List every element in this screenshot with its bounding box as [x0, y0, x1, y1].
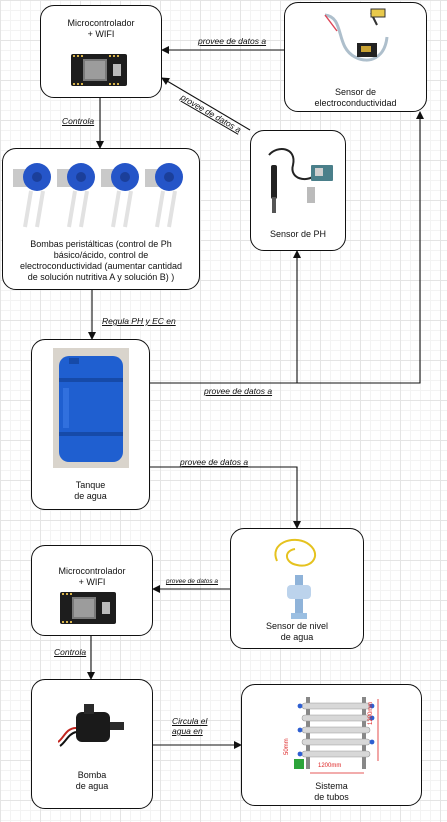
ph-probe-icon	[268, 148, 333, 213]
tube-width-dimension: 1200mm	[318, 763, 342, 769]
node-label: Sensor de PH	[269, 229, 327, 239]
esp32-board-icon	[71, 54, 127, 86]
node-label: Sensor de electroconductividad	[314, 87, 397, 108]
edge-ph-to-micro	[161, 77, 251, 131]
edge-label-pump-circulates: Circula el agua en	[172, 716, 208, 736]
node-microcontroller-2: Microcontrolador + WIFI	[31, 545, 153, 636]
node-microcontroller-1: Microcontrolador + WIFI	[40, 5, 162, 98]
float-sensor-icon	[274, 538, 317, 619]
node-label: Sistema de tubos	[314, 781, 349, 802]
tube-depth-dimension: 50mm	[284, 738, 290, 755]
tube-height-dimension: 1200mm	[368, 701, 374, 725]
node-peristaltic-pumps: Bombas peristálticas (control de Ph bási…	[2, 148, 200, 290]
node-water-pump: Bomba de agua	[31, 679, 153, 809]
water-tank-image	[53, 348, 129, 468]
node-label: Sensor de nivel de agua	[265, 621, 329, 642]
esp32-board-icon	[60, 592, 116, 624]
peristaltic-pumps-icon	[13, 161, 185, 229]
node-ec-sensor: Sensor de electroconductividad	[284, 2, 427, 112]
edge-tank-to-level	[150, 466, 301, 529]
node-ph-sensor: Sensor de PH	[250, 130, 346, 251]
node-label: Microcontrolador + WIFI	[58, 566, 126, 587]
edge-label-micro2-controls: Controla	[54, 647, 87, 657]
node-label: Bomba de agua	[75, 770, 109, 791]
edge-label-pumps-regulate: Regula PH y EC en	[102, 316, 176, 326]
edge-label-tank-provides: provee de datos a	[204, 386, 273, 396]
edge-label-level-to-micro: provee de datos a	[166, 578, 219, 585]
node-tube-system: 1200mm 1200mm 50mm Sistema de tubos	[241, 684, 422, 806]
node-water-level-sensor: Sensor de nivel de agua	[230, 528, 364, 649]
edge-label-micro-controls: Controla	[62, 116, 95, 126]
node-label: Tanque de agua	[74, 480, 107, 501]
ec-sensor-icon	[324, 8, 389, 62]
edge-label-tank-to-level: provee de datos a	[180, 457, 249, 467]
node-label: Bombas peristálticas (control de Ph bási…	[19, 239, 183, 282]
edge-tank-to-ec	[150, 111, 424, 384]
node-water-tank: Tanque de agua	[31, 339, 150, 510]
node-label: Microcontrolador + WIFI	[67, 18, 135, 39]
nft-tube-system-icon	[294, 697, 379, 774]
water-pump-icon	[58, 704, 124, 747]
edge-label-ec-to-micro: provee de datos a	[198, 36, 267, 46]
